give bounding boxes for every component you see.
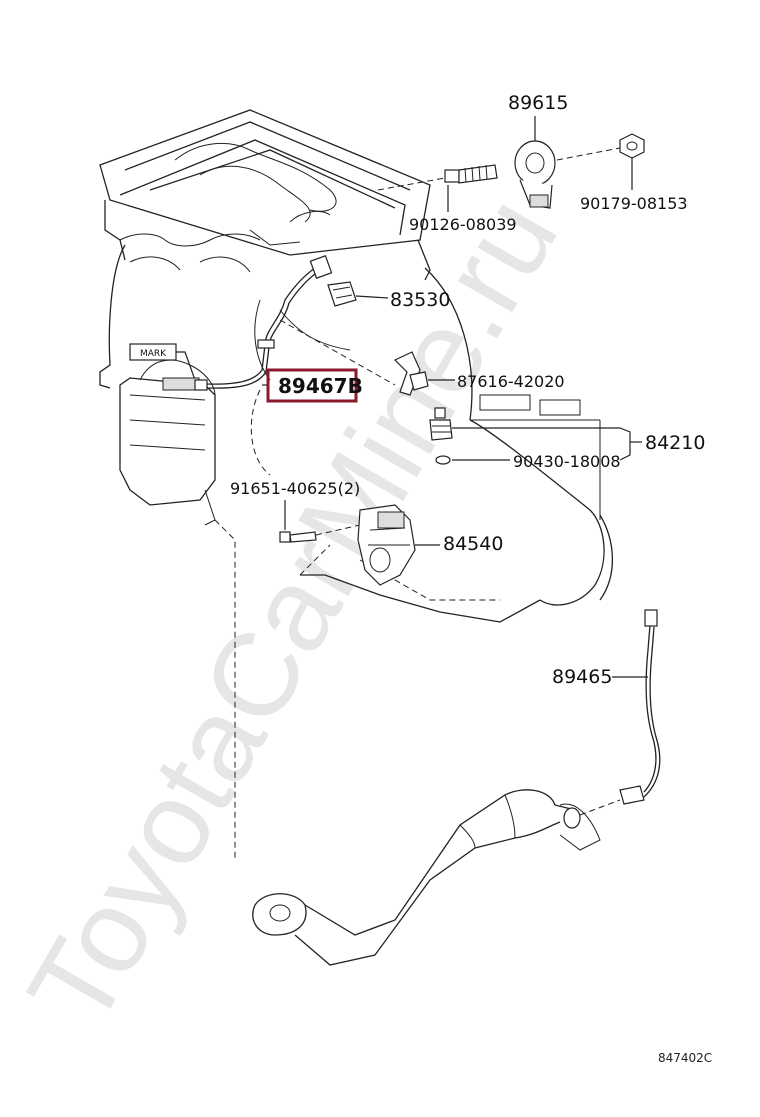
label-84540[interactable]: 84540 <box>443 533 503 555</box>
knock-sensor[interactable] <box>377 116 621 212</box>
oil-pressure-switch[interactable] <box>327 281 389 307</box>
label-83530[interactable]: 83530 <box>390 289 450 311</box>
watermark-text: ToyotaCarMine.ru <box>3 175 583 1048</box>
label-89615[interactable]: 89615 <box>508 92 568 114</box>
oil-level-switch[interactable] <box>429 407 642 465</box>
highlight-box <box>266 368 358 403</box>
label-89467b[interactable]: 89467B <box>278 374 363 398</box>
wire-clamp[interactable] <box>393 351 455 396</box>
neutral-start-switch[interactable] <box>279 500 440 586</box>
engine-block <box>99 109 614 623</box>
mark-label: MARK <box>140 349 167 359</box>
exhaust-pipe <box>252 789 601 966</box>
label-90179-08153[interactable]: 90179-08153 <box>580 194 688 213</box>
label-90126-08039[interactable]: 90126-08039 <box>409 215 517 234</box>
label-84210[interactable]: 84210 <box>645 432 705 454</box>
oxygen-sensor-upstream[interactable] <box>162 255 333 391</box>
label-89465[interactable]: 89465 <box>552 666 612 688</box>
oxygen-sensor-downstream[interactable] <box>579 609 661 816</box>
label-87616-42020[interactable]: 87616-42020 <box>457 372 565 391</box>
mark-tag: MARK <box>129 343 196 381</box>
label-90430-18008[interactable]: 90430-18008 <box>513 452 621 471</box>
diagram-code: 847402C <box>658 1051 712 1065</box>
label-91651-40625[interactable]: 91651-40625(2) <box>230 479 360 498</box>
nut-90179[interactable] <box>619 133 645 190</box>
